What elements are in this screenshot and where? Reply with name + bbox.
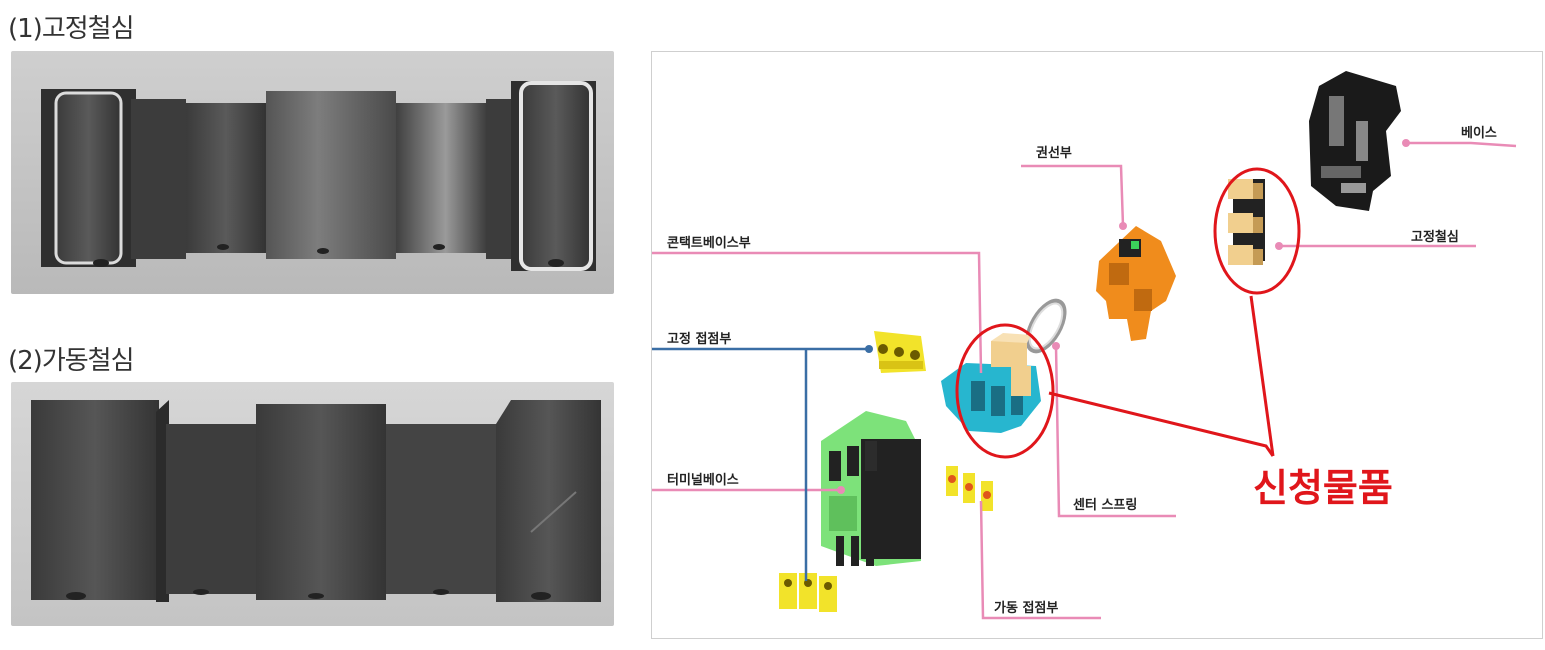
leader-dots (837, 139, 1410, 494)
label-fixed-core: 고정철심 (1411, 229, 1459, 245)
highlight-label: 신청물품 (1253, 466, 1393, 510)
terminal-base-part (821, 411, 921, 566)
label-coil: 권선부 (1036, 145, 1072, 161)
label-terminal-base: 터미널베이스 (667, 472, 739, 488)
label-base: 베이스 (1461, 125, 1497, 141)
fixed-core-part (1228, 179, 1265, 265)
coil-part (1096, 226, 1176, 341)
moving-core-caption: (2)가동철심 (8, 346, 135, 376)
bottom-contact-part (779, 573, 837, 612)
contact-base-part (941, 333, 1041, 433)
label-moving-contact: 가동 접점부 (994, 600, 1058, 616)
blue-leader-lines (652, 347, 869, 581)
fixed-core-photo (11, 51, 614, 294)
leader-lines (652, 141, 1517, 620)
moving-contact-part (946, 466, 993, 511)
center-spring-part (1025, 298, 1067, 354)
blue-leader-dot (865, 345, 873, 353)
base-part (1309, 71, 1401, 211)
label-center-spring: 센터 스프링 (1073, 497, 1137, 513)
fixed-contact-part (874, 331, 926, 373)
highlight-markers (955, 167, 1301, 459)
exploded-assembly-diagram: 베이스 권선부 고정철심 콘택트베이스부 고정 접점부 터미널베이스 센터 스프… (651, 51, 1543, 639)
label-contact-base: 콘택트베이스부 (667, 235, 751, 251)
label-fixed-contact: 고정 접점부 (667, 331, 731, 347)
moving-core-photo (11, 382, 614, 626)
fixed-core-caption: (1)고정철심 (8, 14, 135, 44)
